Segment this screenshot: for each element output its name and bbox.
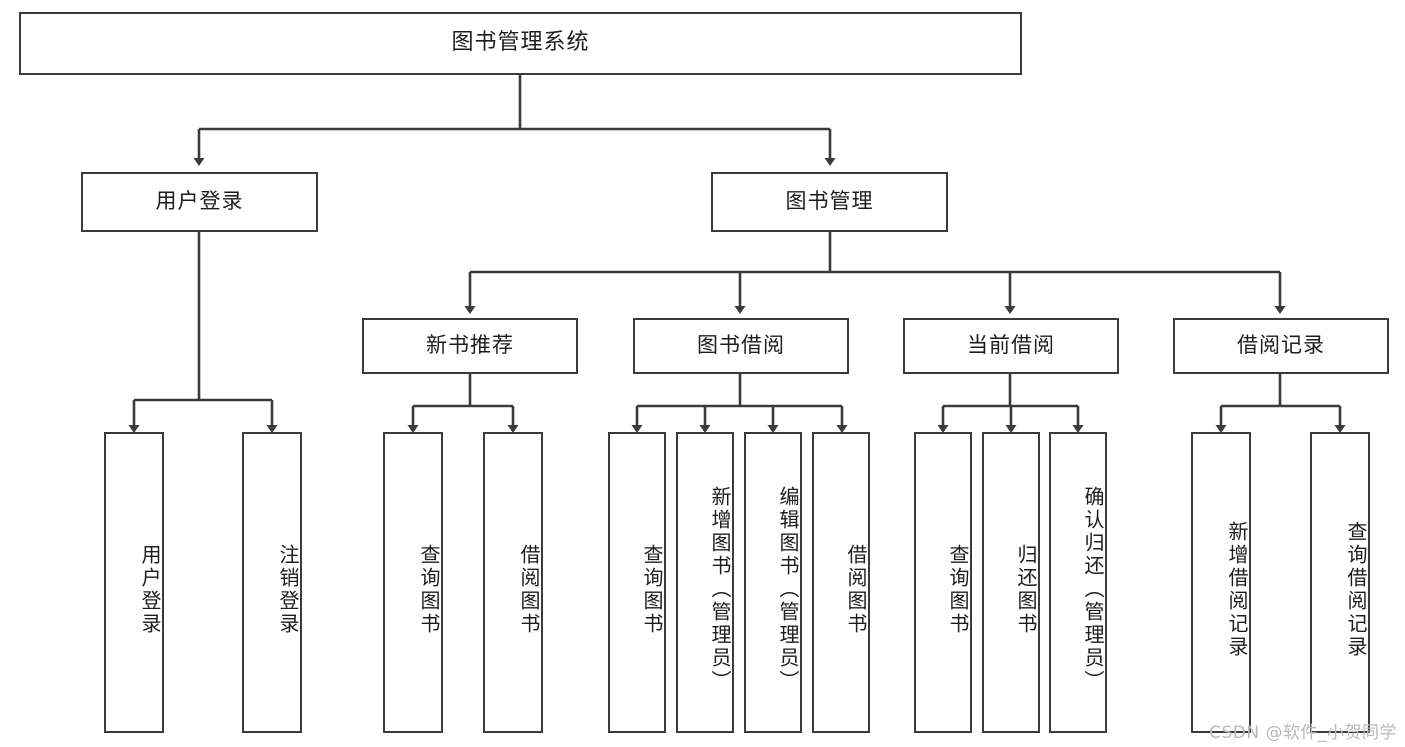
leaf-query-book-borrow-label: 查询图书 — [640, 543, 664, 636]
leaf-user-logout-label: 注销登录 — [276, 543, 300, 636]
leaf-edit-book-admin[interactable]: 编辑图书（管理员） — [744, 432, 802, 733]
leaf-borrow-book-recommend[interactable]: 借阅图书 — [483, 432, 543, 733]
node-user-login[interactable]: 用户登录 — [81, 172, 318, 232]
leaf-add-borrow-record[interactable]: 新增借阅记录 — [1191, 432, 1251, 733]
leaf-confirm-return-admin-label: 确认归还（管理员） — [1081, 486, 1105, 693]
leaf-query-book-current-label: 查询图书 — [946, 543, 970, 636]
leaf-add-book-admin[interactable]: 新增图书（管理员） — [676, 432, 734, 733]
leaf-borrow-book-recommend-label: 借阅图书 — [517, 543, 541, 636]
node-borrow-records-label: 借阅记录 — [1237, 333, 1325, 358]
node-book-borrow-label: 图书借阅 — [697, 333, 785, 358]
leaf-query-book-recommend-label: 查询图书 — [417, 543, 441, 636]
leaf-query-borrow-record-label: 查询借阅记录 — [1344, 520, 1368, 659]
leaf-query-book-borrow[interactable]: 查询图书 — [608, 432, 666, 733]
leaf-add-book-admin-label: 新增图书（管理员） — [708, 486, 732, 693]
leaf-borrow-book-label: 借阅图书 — [844, 543, 868, 636]
leaf-user-login[interactable]: 用户登录 — [104, 432, 164, 733]
node-book-management[interactable]: 图书管理 — [711, 172, 948, 232]
node-new-book-recommend-label: 新书推荐 — [426, 333, 514, 358]
leaf-edit-book-admin-label: 编辑图书（管理员） — [776, 486, 800, 693]
node-book-management-label: 图书管理 — [785, 189, 874, 214]
node-borrow-records[interactable]: 借阅记录 — [1173, 318, 1389, 374]
node-current-borrow[interactable]: 当前借阅 — [903, 318, 1119, 374]
node-root-label: 图书管理系统 — [451, 30, 590, 56]
leaf-return-book-label: 归还图书 — [1014, 543, 1038, 636]
leaf-add-borrow-record-label: 新增借阅记录 — [1225, 520, 1249, 659]
node-new-book-recommend[interactable]: 新书推荐 — [362, 318, 578, 374]
leaf-query-book-current[interactable]: 查询图书 — [914, 432, 972, 733]
watermark-text: CSDN @软件_小贺同学 — [1209, 723, 1397, 743]
leaf-borrow-book[interactable]: 借阅图书 — [812, 432, 870, 733]
leaf-user-login-label: 用户登录 — [138, 543, 162, 636]
node-user-login-label: 用户登录 — [155, 189, 244, 214]
leaf-confirm-return-admin[interactable]: 确认归还（管理员） — [1049, 432, 1107, 733]
node-current-borrow-label: 当前借阅 — [967, 333, 1055, 358]
leaf-query-book-recommend[interactable]: 查询图书 — [383, 432, 443, 733]
leaf-user-logout[interactable]: 注销登录 — [242, 432, 302, 733]
leaf-return-book[interactable]: 归还图书 — [982, 432, 1040, 733]
node-root-system[interactable]: 图书管理系统 — [19, 12, 1022, 75]
leaf-query-borrow-record[interactable]: 查询借阅记录 — [1310, 432, 1370, 733]
node-book-borrow[interactable]: 图书借阅 — [633, 318, 849, 374]
